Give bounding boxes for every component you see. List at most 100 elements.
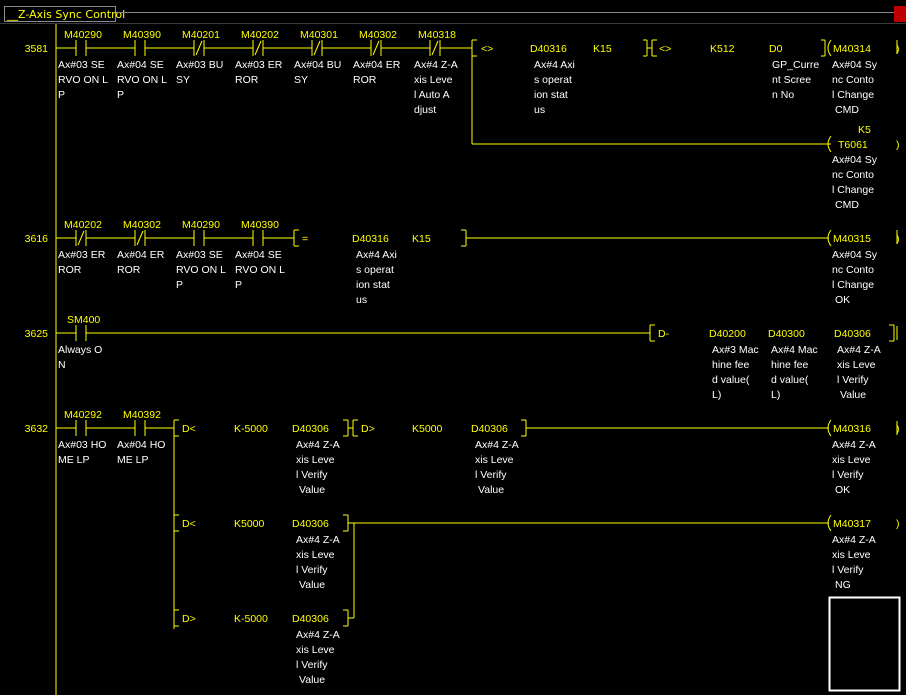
device-comment: L) <box>771 389 780 401</box>
device-comment: ME LP <box>58 454 90 466</box>
compare-operand[interactable]: D40316 <box>530 43 567 55</box>
device-comment: l Change <box>832 279 874 291</box>
contact-device[interactable]: M40390 <box>123 29 161 41</box>
device-comment: l Change <box>832 184 874 196</box>
contact-device[interactable]: M40292 <box>64 409 102 421</box>
device-comment: Always O <box>58 344 102 356</box>
contact-device[interactable]: M40302 <box>359 29 397 41</box>
contact-device[interactable]: M40202 <box>64 219 102 231</box>
device-comment: l Change <box>832 89 874 101</box>
contact-device[interactable]: M40390 <box>241 219 279 231</box>
contact-device[interactable]: SM400 <box>67 314 100 326</box>
compare-operand[interactable]: D0 <box>769 43 783 55</box>
device-comment: SY <box>176 74 190 86</box>
device-comment: xis Leve <box>296 549 335 561</box>
coil-device[interactable]: M40315 <box>833 233 871 245</box>
device-comment: Ax#4 Z-A <box>475 439 519 451</box>
device-comment: Value <box>840 389 866 401</box>
scroll-right-button[interactable] <box>894 6 906 22</box>
device-comment: ME LP <box>117 454 149 466</box>
instruction-operand[interactable]: D40306 <box>834 328 871 340</box>
device-comment: d value( <box>712 374 750 386</box>
compare-operand[interactable]: K15 <box>593 43 612 55</box>
device-comment: us <box>534 104 545 116</box>
contact-device[interactable]: M40201 <box>182 29 220 41</box>
coil-close-paren: ) <box>896 139 900 151</box>
coil-device[interactable]: M40316 <box>833 423 871 435</box>
device-comment: Ax#04 SE <box>235 249 282 261</box>
compare-operator[interactable]: <> <box>659 43 671 55</box>
device-comment: OK <box>835 484 850 496</box>
ladder-diagram[interactable]: 3581 3616 3625 3632 M40290 Ax#03 SE RVO … <box>0 24 906 695</box>
instruction-operand[interactable]: D40300 <box>768 328 805 340</box>
device-comment: Ax#04 ER <box>117 249 165 261</box>
compare-operand[interactable]: D40306 <box>471 423 508 435</box>
device-comment: xis Leve <box>296 454 335 466</box>
contact-device[interactable]: M40301 <box>300 29 338 41</box>
device-comment: Ax#4 Z-A <box>296 439 340 451</box>
contact-device[interactable]: M40392 <box>123 409 161 421</box>
timer-device[interactable]: T6061 <box>838 139 868 151</box>
compare-operator[interactable]: D> <box>182 613 196 625</box>
device-comment: xis Leve <box>475 454 514 466</box>
device-comment: ROR <box>235 74 259 86</box>
device-comment: ion stat <box>356 279 390 291</box>
device-comment: Value <box>299 579 325 591</box>
compare-operator[interactable]: D> <box>361 423 375 435</box>
compare-operator[interactable]: D< <box>182 518 196 530</box>
compare-operand[interactable]: D40306 <box>292 423 329 435</box>
compare-operand[interactable]: D40316 <box>352 233 389 245</box>
device-comment: P <box>176 279 183 291</box>
compare-operand[interactable]: K-5000 <box>234 613 268 625</box>
editor-cursor[interactable] <box>828 596 901 692</box>
device-comment: djust <box>414 104 436 116</box>
compare-operand[interactable]: K5000 <box>412 423 443 435</box>
contact-device[interactable]: M40318 <box>418 29 456 41</box>
device-comment: s operat <box>356 264 394 276</box>
device-comment: Ax#03 ER <box>58 249 106 261</box>
device-comment: s operat <box>534 74 572 86</box>
compare-operand[interactable]: K5000 <box>234 518 265 530</box>
device-comment: xis Leve <box>832 454 871 466</box>
instruction-name[interactable]: D- <box>658 328 670 340</box>
contact-device[interactable]: M40290 <box>182 219 220 231</box>
window-title[interactable]: __Z-Axis Sync Control <box>4 6 125 22</box>
compare-operand[interactable]: K15 <box>412 233 431 245</box>
device-comment: ROR <box>58 264 82 276</box>
coil-device[interactable]: M40317 <box>833 518 871 530</box>
device-comment: Ax#03 BU <box>176 59 223 71</box>
compare-operator[interactable]: = <box>302 233 308 245</box>
device-comment: l Auto A <box>414 89 450 101</box>
device-comment: OK <box>835 294 850 306</box>
contact-device[interactable]: M40202 <box>241 29 279 41</box>
device-comment: ROR <box>353 74 377 86</box>
device-comment: Ax#4 Z-A <box>296 629 340 641</box>
compare-operator[interactable]: D< <box>182 423 196 435</box>
device-comment: Value <box>299 484 325 496</box>
device-comment: n No <box>772 89 794 101</box>
device-comment: CMD <box>835 104 859 116</box>
device-comment: Ax#4 Z-A <box>837 344 881 356</box>
device-comment: Ax#4 Mac <box>771 344 818 356</box>
instruction-operand[interactable]: D40200 <box>709 328 746 340</box>
device-comment: Ax#04 BU <box>294 59 341 71</box>
device-comment: l Verify <box>837 374 869 386</box>
device-comment: hine fee <box>712 359 750 371</box>
device-comment: nt Scree <box>772 74 811 86</box>
compare-operand[interactable]: D40306 <box>292 518 329 530</box>
device-comment: us <box>356 294 367 306</box>
compare-operand[interactable]: D40306 <box>292 613 329 625</box>
contact-device[interactable]: M40302 <box>123 219 161 231</box>
device-comment: xis Leve <box>837 359 876 371</box>
compare-operand[interactable]: K512 <box>710 43 735 55</box>
device-comment: l Verify <box>832 469 864 481</box>
device-comment: Ax#03 SE <box>58 59 105 71</box>
coil-device[interactable]: M40314 <box>833 43 871 55</box>
compare-operator[interactable]: <> <box>481 43 493 55</box>
device-comment: RVO ON L <box>176 264 226 276</box>
coil-close-paren: ) <box>896 518 900 530</box>
contact-device[interactable]: M40290 <box>64 29 102 41</box>
compare-operand[interactable]: K-5000 <box>234 423 268 435</box>
timer-setting[interactable]: K5 <box>858 124 871 136</box>
step-number: 3616 <box>25 233 49 245</box>
